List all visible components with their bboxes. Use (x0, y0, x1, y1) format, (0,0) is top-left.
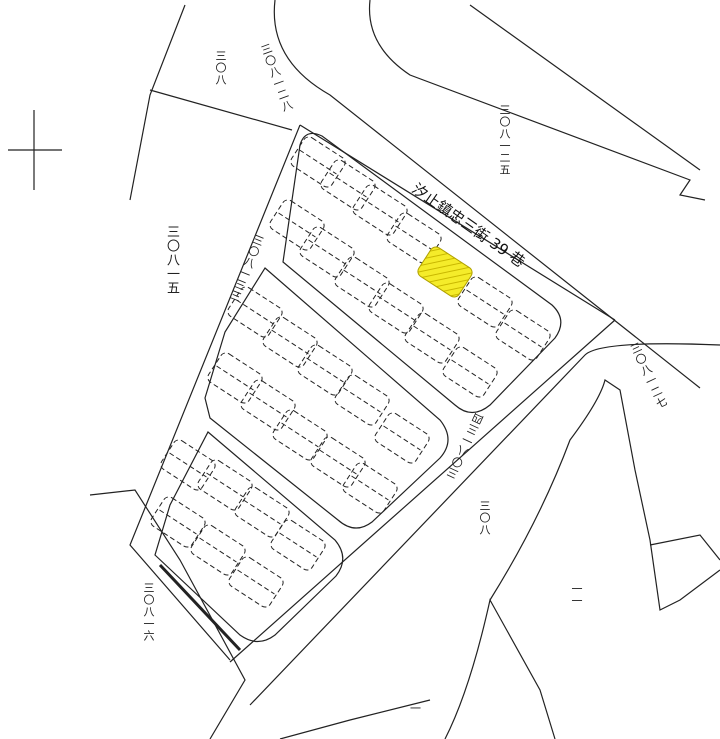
road-edge (129, 124, 301, 661)
building-divider (236, 299, 274, 325)
building-footprint (197, 459, 253, 511)
building-divider (319, 449, 357, 475)
block-south (154, 431, 344, 643)
building-footprint (334, 256, 390, 308)
building-footprint (442, 346, 498, 398)
building-footprint (495, 309, 551, 361)
parcel-label: 三〇八 (478, 500, 491, 536)
building-footprint (299, 226, 355, 278)
building-footprint (160, 439, 216, 491)
boundary-line (279, 699, 431, 739)
boundary-line (129, 4, 186, 201)
building-footprint (269, 199, 325, 251)
building-divider (216, 365, 254, 391)
building-divider (249, 392, 287, 418)
parcel-label: 一 (410, 702, 422, 715)
boundary-line (158, 563, 242, 652)
building-divider (199, 537, 237, 563)
building-divider (329, 172, 367, 198)
building-divider (281, 422, 319, 448)
building-footprint (262, 316, 318, 368)
building-footprint (290, 136, 346, 188)
north-arrow-icon (8, 110, 62, 190)
building-divider (413, 325, 451, 351)
building-divider (243, 499, 281, 525)
building-divider (395, 225, 433, 251)
parcel-label: 三〇八一五 (164, 225, 179, 295)
building-footprint (228, 556, 284, 608)
building-footprint (234, 486, 290, 538)
building-divider (308, 239, 346, 265)
building-divider (351, 475, 389, 501)
boundary-line (469, 4, 701, 171)
building-footprint (310, 436, 366, 488)
building-footprint (240, 379, 296, 431)
building-divider (451, 359, 489, 385)
building-footprint (352, 184, 408, 236)
building-footprint (342, 462, 398, 514)
building-divider (377, 295, 415, 321)
block-middle (204, 267, 449, 529)
building-divider (466, 289, 504, 315)
parcel-label: 三〇八一二五 (498, 104, 511, 176)
building-divider (343, 269, 381, 295)
road-edge (249, 343, 720, 706)
building-divider (169, 452, 207, 478)
building-footprint (368, 282, 424, 334)
building-footprint (320, 159, 376, 211)
road-edge (229, 319, 616, 663)
building-divider (299, 149, 337, 175)
road-edge (273, 0, 701, 389)
building-footprint (190, 524, 246, 576)
building-footprint (374, 412, 430, 464)
boundary-line (444, 598, 556, 739)
boundary-line (149, 89, 293, 131)
building-divider (504, 322, 542, 348)
building-footprint (457, 276, 513, 328)
building-divider (271, 329, 309, 355)
building-footprint (150, 496, 206, 548)
building-divider (278, 212, 316, 238)
parcel-label: 一一 (570, 583, 583, 607)
building-divider (237, 569, 275, 595)
road-edge (368, 0, 706, 201)
building-footprint (270, 519, 326, 571)
building-footprints (150, 136, 551, 608)
building-footprint (297, 344, 353, 396)
building-divider (206, 472, 244, 498)
boundary-line (89, 489, 246, 739)
parcel-boundaries (8, 0, 720, 739)
building-divider (343, 387, 381, 413)
parcel-label: 三〇八 (214, 50, 227, 86)
block-north (282, 132, 562, 414)
boundary-line (489, 379, 720, 611)
building-divider (383, 425, 421, 451)
building-footprint (272, 409, 328, 461)
parcel-label: 三〇八一六 (142, 582, 155, 642)
building-divider (361, 197, 399, 223)
building-footprint (227, 286, 283, 338)
building-footprint (334, 374, 390, 426)
building-divider (306, 357, 344, 383)
building-footprint (207, 352, 263, 404)
building-footprint (404, 312, 460, 364)
road-edge (299, 124, 616, 321)
yellow-hatched-building (417, 246, 473, 298)
building-divider (279, 532, 317, 558)
building-divider (159, 509, 197, 535)
boundary-line (649, 534, 720, 561)
